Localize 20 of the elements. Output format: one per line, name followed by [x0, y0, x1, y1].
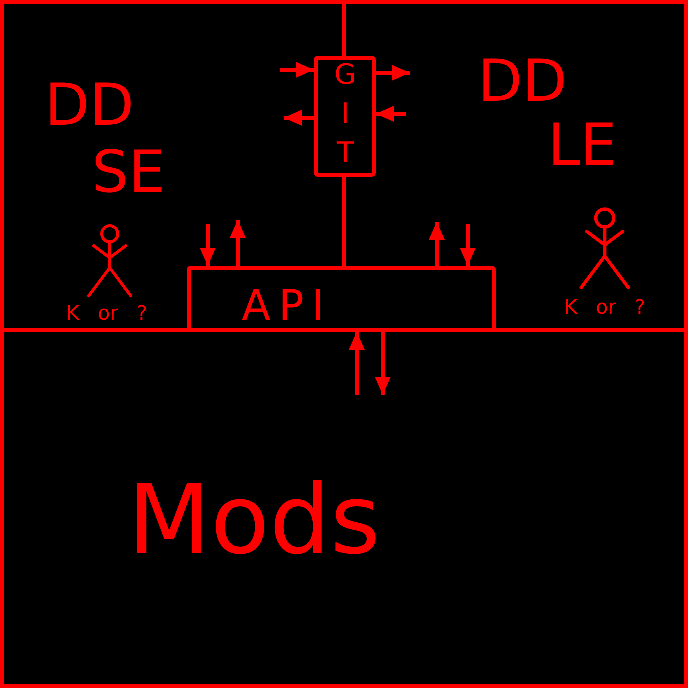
component-box: [314, 56, 376, 177]
arrow: [349, 332, 365, 395]
panel-title: DD SE: [45, 72, 166, 206]
arrow: [284, 110, 314, 126]
panel-title: Mods: [128, 472, 381, 568]
arrow: [375, 332, 391, 395]
section-panel: [0, 328, 688, 688]
panel-title: DD LE: [478, 50, 618, 178]
arrow: [230, 220, 246, 266]
arrow: [460, 224, 476, 266]
arrow: [429, 222, 445, 266]
arrow: [376, 65, 410, 81]
person-caption: K or ?: [564, 297, 646, 317]
connector-line: [342, 177, 346, 266]
arrow: [376, 106, 406, 122]
box-label: GIT: [331, 58, 359, 175]
arrow: [280, 62, 314, 78]
box-label: API: [242, 285, 332, 327]
person-caption: K or ?: [66, 303, 148, 323]
arrow: [200, 224, 216, 266]
